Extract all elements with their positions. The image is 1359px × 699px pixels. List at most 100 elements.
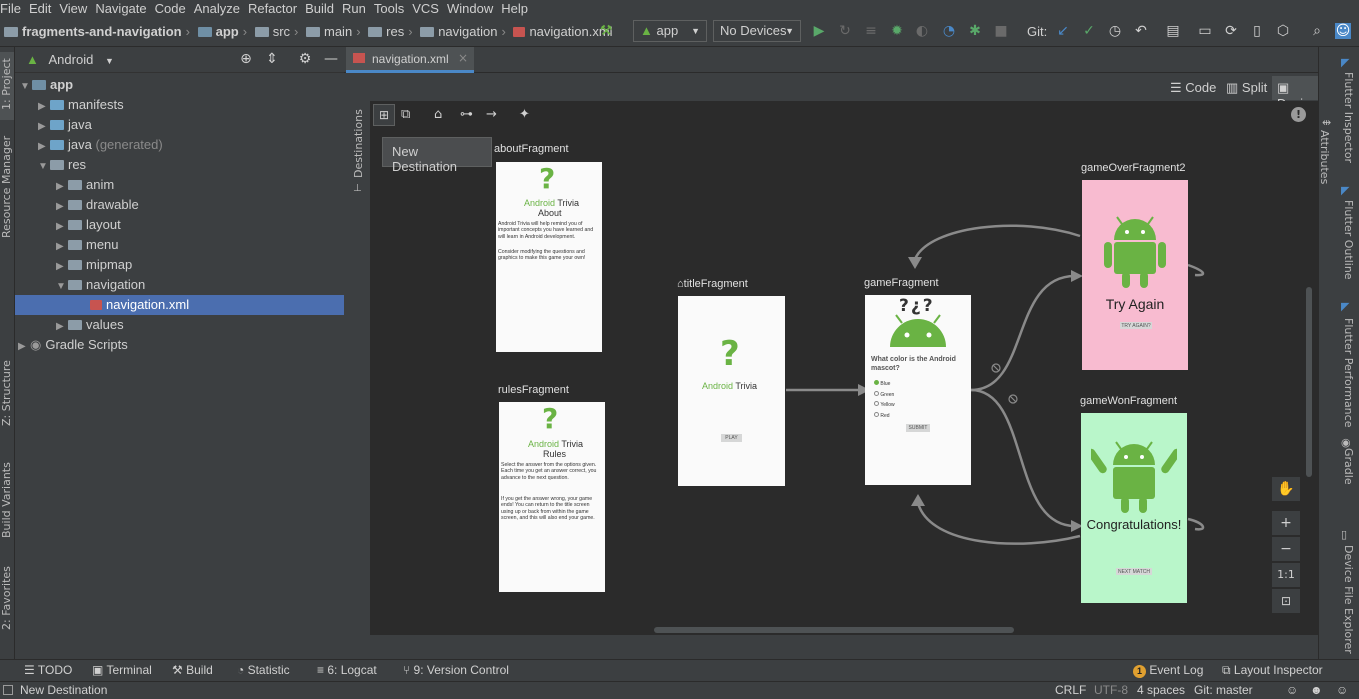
line-separator[interactable]: CRLF — [1055, 683, 1087, 697]
menu-analyze[interactable]: Analyze — [193, 0, 240, 16]
tool-gradle[interactable]: Gradle — [1342, 448, 1355, 485]
git-update-icon[interactable]: ↙ — [1057, 23, 1069, 39]
horizontal-scrollbar[interactable] — [654, 627, 1014, 633]
zoom-in-button[interactable]: + — [1272, 511, 1300, 535]
menu-tools[interactable]: Tools — [373, 0, 405, 16]
git-branch[interactable]: Git: master — [1194, 683, 1253, 697]
close-icon[interactable]: × — [458, 51, 469, 65]
account-icon[interactable]: ☺ — [1335, 23, 1351, 39]
run-config-select[interactable]: ▲ app ▼ — [633, 20, 707, 42]
vertical-scrollbar[interactable] — [1306, 287, 1312, 477]
tree-item-layout[interactable]: ▶layout — [56, 217, 121, 232]
tool-flutter-inspector[interactable]: Flutter Inspector — [1342, 72, 1355, 164]
hammer-icon[interactable]: ⚒ — [599, 23, 613, 39]
git-rollback-icon[interactable]: ↶ — [1135, 23, 1147, 39]
tool-logcat[interactable]: ≡ 6: Logcat — [317, 663, 377, 677]
tool-event-log[interactable]: 1 Event Log — [1133, 663, 1203, 678]
layout-inspector-icon[interactable]: ⬡ — [1276, 23, 1290, 39]
tool-attributes[interactable]: Attributes — [1318, 130, 1331, 185]
link-icon[interactable]: ⊶ — [460, 107, 473, 122]
tool-terminal[interactable]: ▣ Terminal — [92, 663, 152, 677]
zoom-out-button[interactable]: − — [1272, 537, 1300, 561]
pan-icon[interactable]: ✋ — [1272, 477, 1300, 501]
device-select[interactable]: No Devices ▼ — [713, 20, 801, 42]
tree-item-drawable[interactable]: ▶drawable — [56, 197, 139, 212]
nested-graph-icon[interactable]: ⧉ — [401, 107, 411, 122]
fragment-game-over[interactable]: Try Again TRY AGAIN? — [1082, 180, 1188, 370]
menu-vcs[interactable]: VCS — [412, 0, 439, 16]
tool-flutter-performance[interactable]: Flutter Performance — [1342, 318, 1355, 428]
menu-help[interactable]: Help — [501, 0, 528, 16]
tree-item-navigation-xml[interactable]: navigation.xml — [90, 295, 189, 315]
fragment-about[interactable]: ? Android Trivia About Android Trivia wi… — [496, 162, 602, 352]
fragment-game[interactable]: ?¿? What color is the Android mascot? Bl… — [865, 295, 971, 485]
mode-code-button[interactable]: ☰ Code — [1170, 80, 1217, 95]
tool-structure[interactable]: Z: Structure — [0, 360, 13, 426]
file-encoding[interactable]: UTF-8 — [1094, 683, 1128, 697]
tool-favorites[interactable]: 2: Favorites — [0, 566, 13, 630]
tree-item-gradle-scripts[interactable]: ▶◉Gradle Scripts — [18, 337, 128, 352]
fragment-game-won[interactable]: Congratulations! NEXT MATCH — [1081, 413, 1187, 603]
tree-item-manifests[interactable]: ▶manifests — [38, 97, 124, 112]
tree-item-app[interactable]: ▼app — [20, 77, 74, 92]
tool-version-control[interactable]: ⑂ 9: Version Control — [403, 663, 509, 677]
project-view-selector[interactable]: ▲ Android ▼ — [26, 50, 114, 70]
tool-build[interactable]: ⚒ Build — [172, 663, 213, 677]
tab-navigation-xml[interactable]: navigation.xml × — [346, 47, 474, 73]
tool-project[interactable]: 1: Project — [0, 58, 13, 110]
menu-view[interactable]: View — [59, 0, 88, 16]
breadcrumb-navigation[interactable]: navigation — [438, 24, 498, 39]
tree-item-java-generated[interactable]: ▶java (generated) — [38, 137, 163, 152]
tree-item-res[interactable]: ▼res — [38, 157, 87, 172]
tool-windows-toggle-icon[interactable] — [3, 685, 13, 695]
menu-refactor[interactable]: Refactor — [247, 0, 298, 16]
tool-flutter-outline[interactable]: Flutter Outline — [1342, 200, 1355, 280]
tree-item-anim[interactable]: ▶anim — [56, 177, 115, 192]
profiler-icon[interactable]: ◔ — [942, 23, 956, 39]
menu-navigate[interactable]: Navigate — [95, 0, 147, 16]
tree-item-menu[interactable]: ▶menu — [56, 237, 119, 252]
notifications-icon[interactable]: ☺ — [1336, 683, 1349, 697]
hector-icon[interactable]: ☻ — [1310, 683, 1323, 697]
collapse-all-icon[interactable]: ⇕ — [266, 51, 278, 67]
tool-statistic[interactable]: ◔ Statistic — [237, 663, 290, 677]
info-icon[interactable]: ! — [1291, 107, 1306, 122]
breadcrumb-project[interactable]: fragments-and-navigation — [22, 24, 182, 39]
tree-item-java[interactable]: ▶java — [38, 117, 92, 132]
locate-icon[interactable]: ⊕ — [240, 51, 252, 67]
rerun-icon[interactable]: ↻ — [839, 23, 851, 39]
coverage-icon[interactable]: ◐ — [915, 23, 929, 39]
breadcrumb-file[interactable]: navigation.xml — [529, 24, 613, 39]
run-icon[interactable]: ▶ — [813, 23, 825, 39]
menu-file[interactable]: File — [0, 0, 21, 16]
avd-manager-icon[interactable]: ▯ — [1253, 23, 1261, 39]
attach-debugger-icon[interactable]: ✱ — [969, 23, 981, 39]
home-icon[interactable]: ⌂ — [434, 107, 443, 122]
smiley-icon[interactable]: ☺ — [1286, 683, 1299, 697]
project-structure-icon[interactable]: ▤ — [1166, 23, 1180, 39]
action-arrow-icon[interactable]: → — [486, 107, 497, 122]
menu-build[interactable]: Build — [305, 0, 335, 16]
auto-arrange-icon[interactable]: ✦ — [519, 107, 530, 122]
menu-run[interactable]: Run — [342, 0, 366, 16]
menu-code[interactable]: Code — [154, 0, 186, 16]
destinations-tab[interactable]: Destinations — [352, 109, 365, 178]
fragment-rules[interactable]: ? Android Trivia Rules Select the answer… — [499, 402, 605, 592]
breadcrumb-main[interactable]: main — [324, 24, 353, 39]
tool-layout-inspector[interactable]: ⧉ Layout Inspector — [1222, 663, 1323, 677]
hide-icon[interactable]: — — [324, 51, 338, 67]
search-icon[interactable]: ⌕ — [1313, 23, 1321, 39]
breadcrumb-res[interactable]: res — [386, 24, 405, 39]
git-commit-icon[interactable]: ✓ — [1083, 23, 1095, 39]
tool-todo[interactable]: ☰ TODO — [24, 663, 73, 677]
mode-split-button[interactable]: ▥ Split — [1226, 80, 1268, 95]
apply-changes-icon[interactable]: ≡ — [865, 23, 877, 39]
menu-window[interactable]: Window — [446, 0, 494, 16]
tree-item-mipmap[interactable]: ▶mipmap — [56, 257, 133, 272]
sdk-manager-icon[interactable]: ▭ — [1198, 23, 1212, 39]
zoom-actual-button[interactable]: 1:1 — [1272, 563, 1300, 587]
gear-icon[interactable]: ⚙ — [298, 51, 312, 67]
debug-icon[interactable]: ✹ — [891, 23, 903, 39]
tree-item-values[interactable]: ▶values — [56, 317, 124, 332]
tree-item-navigation[interactable]: ▼navigation — [56, 277, 146, 292]
